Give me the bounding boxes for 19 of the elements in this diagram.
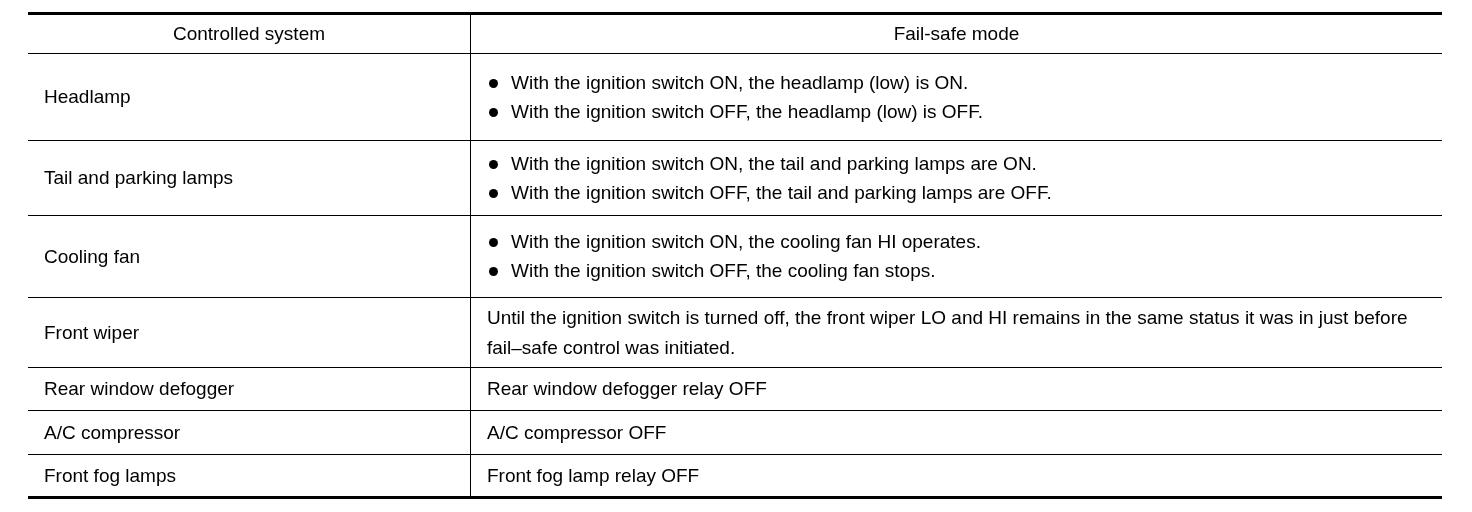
column-header: Controlled system [172, 23, 326, 44]
bullet-item: With the ignition switch OFF, the cooling fan stops. [487, 260, 1426, 282]
bullet-item: With the ignition switch OFF, the headlamp (low) is OFF. [487, 100, 1426, 123]
system-name: Cooling fan [44, 245, 141, 267]
fail-safe-text: Front fog lamp relay OFF [487, 463, 701, 488]
fail-safe-text: Until the ignition switch is turned off, the front wiper LO and HI remains in the same status it was in just before fail–safe control was initiated. [487, 305, 1409, 360]
system-name: Headlamp [44, 86, 131, 107]
fail-safe-text: A/C compressor OFF [487, 420, 668, 445]
bullet-item: With the ignition switch ON, the tail and parking lamps are ON. [487, 152, 1426, 175]
bullet-item: With the ignition switch ON, the headlamp (low) is ON. [487, 71, 1426, 94]
system-name: A/C compressor [44, 421, 181, 443]
bullet-item: With the ignition switch OFF, the tail and parking lamps are OFF. [487, 181, 1426, 204]
system-name: Front fog lamps [44, 464, 176, 486]
system-name: Rear window defogger [44, 378, 235, 399]
bullet-item: With the ignition switch ON, the cooling fan HI operates. [487, 231, 1426, 253]
system-name: Front wiper [44, 321, 140, 343]
system-name: Tail and parking lamps [44, 167, 234, 188]
fail-safe-text: Rear window defogger relay OFF [487, 377, 768, 401]
column-header: Fail-safe mode [893, 23, 1020, 44]
